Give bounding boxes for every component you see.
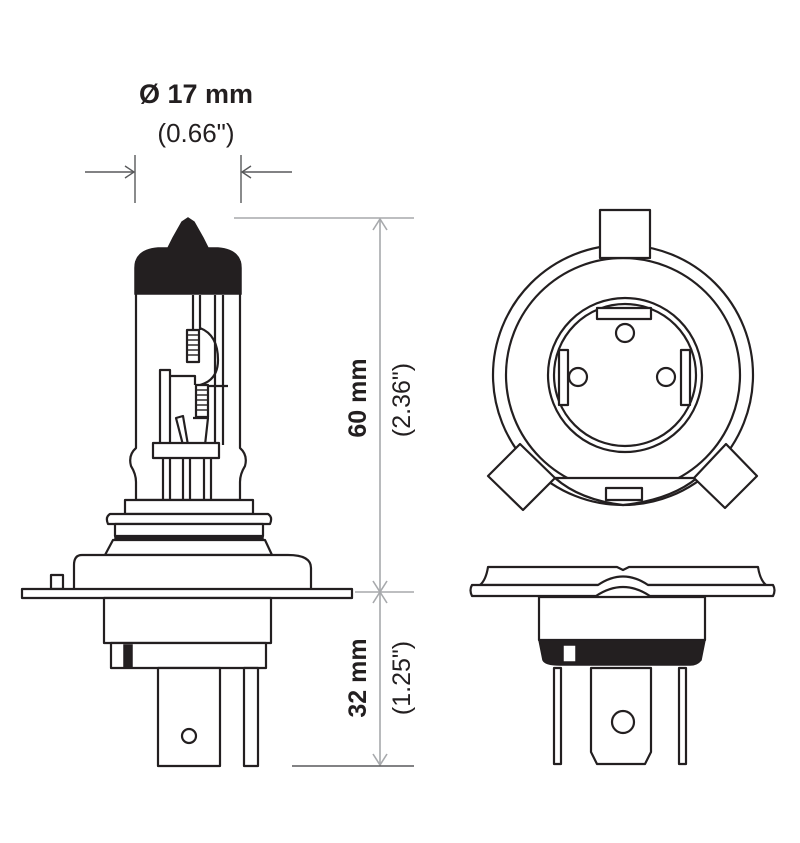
top-view xyxy=(486,208,759,512)
diameter-dimension-arrows xyxy=(85,155,292,203)
base-height-metric-label: 32 mm xyxy=(344,638,372,717)
base-height-imperial-label: (1.25") xyxy=(388,641,416,715)
front-base-view xyxy=(469,565,776,766)
side-view xyxy=(20,217,354,768)
height-dimension-lines xyxy=(234,217,414,767)
diameter-imperial-label: (0.66") xyxy=(157,118,234,148)
upper-filament-coil xyxy=(187,334,199,356)
diameter-metric-label: Ø 17 mm xyxy=(139,79,253,109)
bulb-height-imperial-label: (2.36") xyxy=(388,363,416,437)
bulb-height-metric-label: 60 mm xyxy=(344,358,372,437)
lower-filament-coil xyxy=(196,389,208,411)
